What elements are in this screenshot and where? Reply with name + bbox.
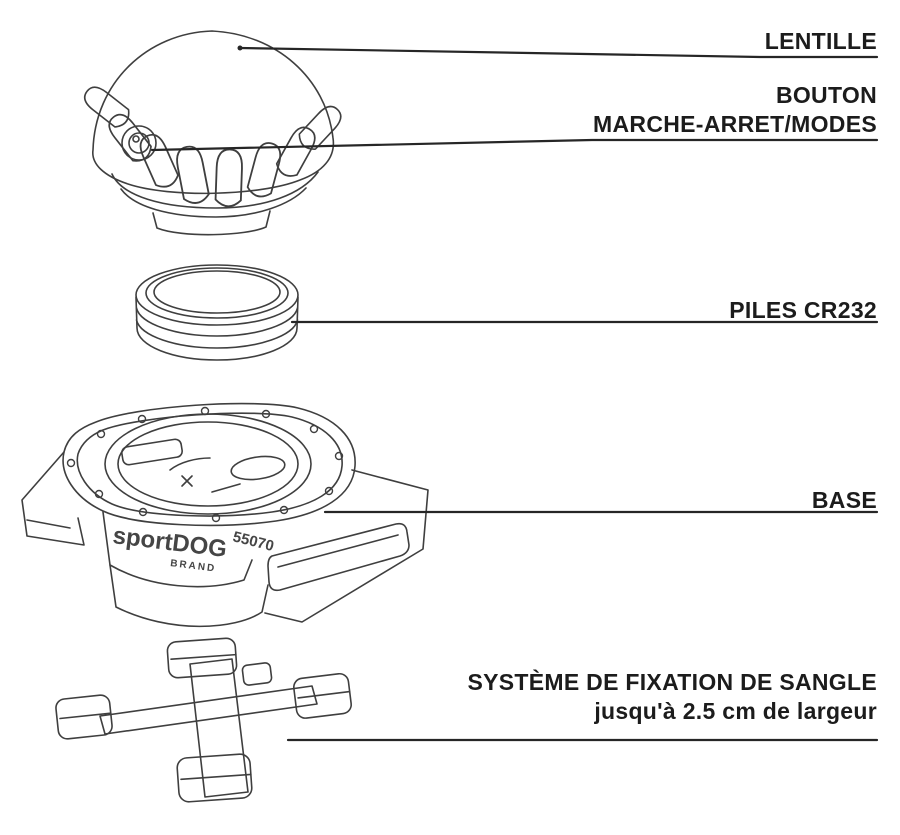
label-sangle-line2: jusqu'à 2.5 cm de largeur: [594, 698, 877, 724]
battery-drawing: [135, 264, 299, 361]
leader-lentille: [238, 46, 879, 59]
model-engraving: 55070: [231, 528, 276, 555]
power-button-drawing: [121, 125, 157, 161]
strap-hook-bottom: [176, 753, 253, 803]
label-lentille: LENTILLE: [764, 28, 877, 54]
leader-lines: [150, 45, 879, 742]
brand-engraving: sportDOG: [111, 522, 228, 563]
label-bouton: BOUTON MARCHE-ARRET/MODES: [593, 81, 877, 139]
strap-hook-right: [292, 672, 352, 719]
strap-clip-drawing: [55, 637, 352, 803]
label-bouton-line1: BOUTON: [775, 82, 877, 108]
label-sangle-line1: SYSTÈME DE FIXATION DE SANGLE: [467, 669, 877, 695]
label-bouton-line2: MARCHE-ARRET/MODES: [593, 111, 877, 137]
leader-bouton: [150, 138, 879, 152]
strap-hook-left: [55, 694, 113, 740]
leader-dot-lentille: [237, 45, 243, 51]
label-base: BASE: [811, 487, 877, 513]
base-drawing: sportDOG BRAND 55070: [21, 402, 429, 628]
label-piles: PILES CR232: [729, 297, 877, 323]
label-sangle: SYSTÈME DE FIXATION DE SANGLE jusqu'à 2.…: [467, 668, 877, 726]
lens-drawing: [79, 30, 347, 236]
strap-hook-top: [166, 637, 238, 679]
